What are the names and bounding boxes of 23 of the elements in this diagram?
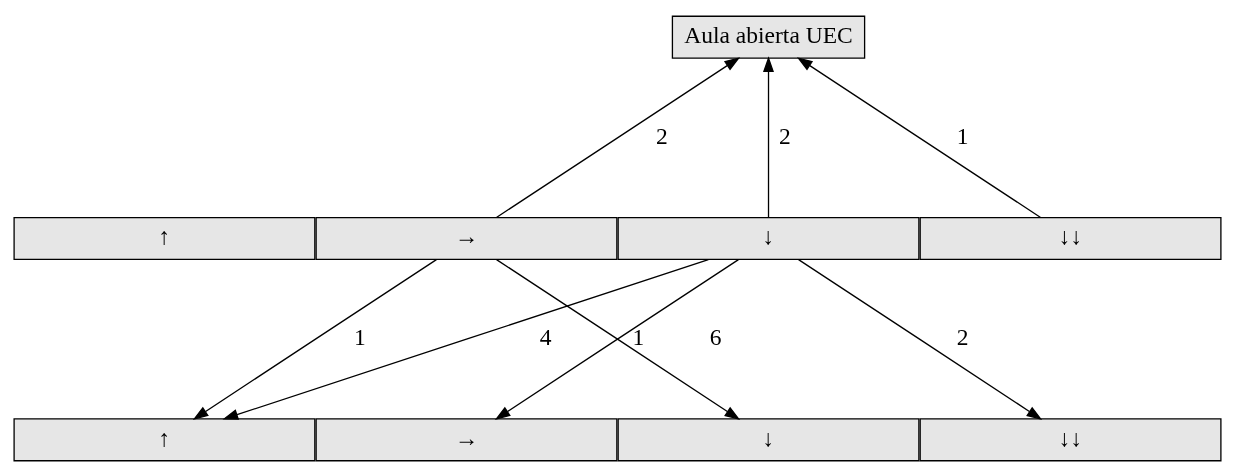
arrow bbox=[797, 258, 1043, 420]
node-box: → bbox=[315, 216, 618, 260]
arrow bbox=[222, 258, 710, 420]
edge-label: 1 bbox=[632, 323, 645, 350]
edge-label: 1 bbox=[354, 323, 366, 350]
node-box: ↑ bbox=[13, 216, 316, 260]
node-box: ↓↓ bbox=[919, 216, 1222, 260]
node-box: → bbox=[315, 417, 618, 461]
edge-label: 4 bbox=[539, 323, 552, 350]
edge-label: 6 bbox=[709, 323, 722, 350]
node-box: ↓↓ bbox=[919, 417, 1222, 461]
edge-label: 2 bbox=[656, 122, 668, 149]
edge-label: 2 bbox=[778, 122, 791, 149]
node-box: ↓ bbox=[617, 216, 920, 260]
arrow bbox=[796, 56, 1042, 218]
node-box: ↑ bbox=[13, 417, 316, 461]
edge-label: 1 bbox=[956, 122, 969, 149]
arrow bbox=[763, 55, 774, 218]
node-box: ↓ bbox=[617, 417, 920, 461]
node-box: Aula abierta UEC bbox=[671, 15, 866, 59]
edge-label: 2 bbox=[956, 323, 969, 350]
arrow bbox=[495, 56, 741, 218]
arrow bbox=[192, 258, 438, 420]
